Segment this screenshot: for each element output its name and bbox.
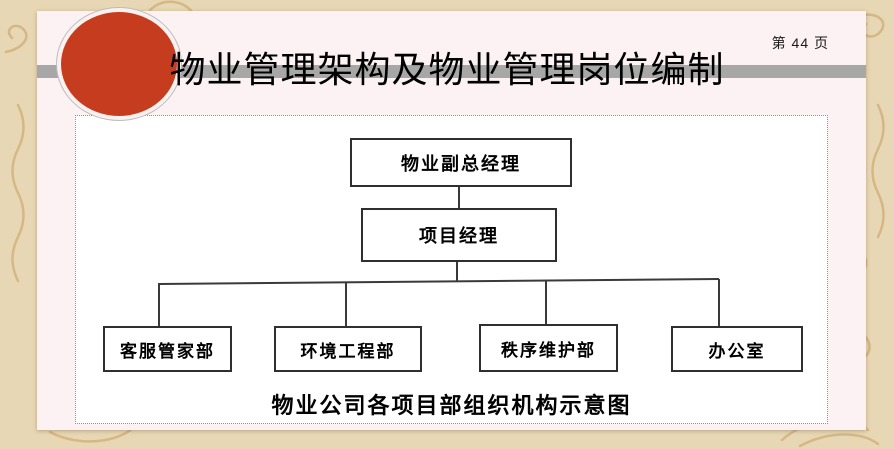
wave-ornament-icon xyxy=(871,103,885,239)
slide-title: 物业管理架构及物业管理岗位编制 xyxy=(169,50,725,90)
slide: 第 44 页 物业副总经理 项目经理 客服管家部 环境工程部 秩序维护部 办公室 xyxy=(37,8,866,430)
org-node-customer-service-dept: 客服管家部 xyxy=(103,326,232,372)
org-node-order-maintenance-dept: 秩序维护部 xyxy=(479,324,618,372)
wave-ornament-icon xyxy=(11,103,25,283)
red-circle-ornament xyxy=(57,8,181,120)
org-node-office: 办公室 xyxy=(671,326,803,372)
org-node-project-manager: 项目经理 xyxy=(361,208,557,262)
org-node-deputy-general-manager: 物业副总经理 xyxy=(350,138,572,187)
connector-line xyxy=(158,278,720,285)
org-node-environment-engineering-dept: 环境工程部 xyxy=(274,326,422,372)
title-underline-bar xyxy=(37,65,866,78)
swirl-ornament-icon xyxy=(148,0,194,14)
diagram-caption: 物业公司各项目部组织机构示意图 xyxy=(271,393,632,418)
org-chart-connectors xyxy=(158,183,720,327)
content-area: 物业副总经理 项目经理 客服管家部 环境工程部 秩序维护部 办公室 物业公司各项… xyxy=(75,115,828,424)
swirl-ornament-icon xyxy=(4,24,28,54)
page-number: 第 44 页 xyxy=(771,35,829,51)
